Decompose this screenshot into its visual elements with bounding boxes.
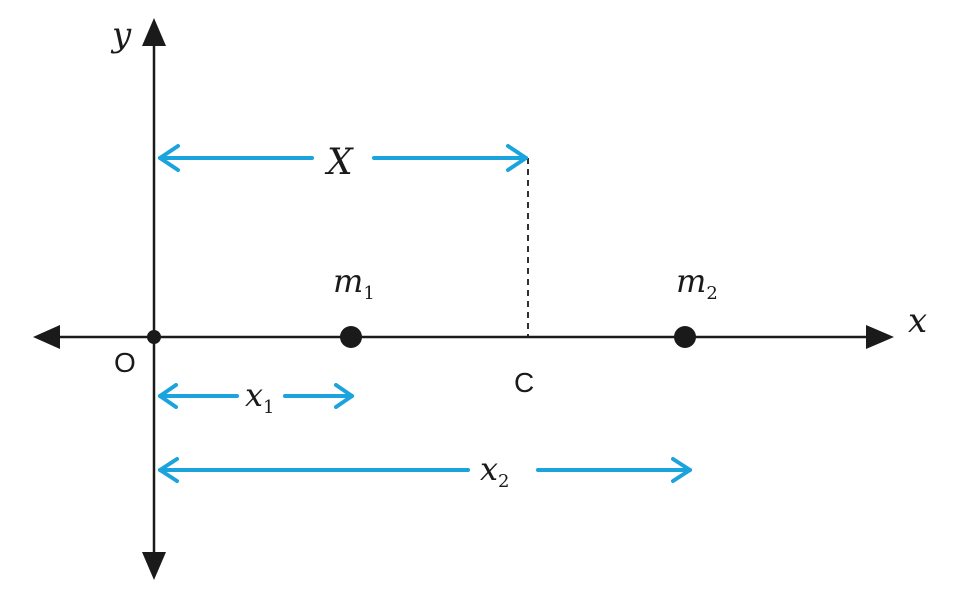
distance-x1-label-sub: 1 bbox=[263, 397, 274, 418]
mass-m1-label: m1 bbox=[333, 262, 375, 304]
center-label: C bbox=[514, 367, 534, 398]
mass-m2-point bbox=[674, 326, 696, 348]
mass-m1-label-sub: 1 bbox=[363, 283, 374, 304]
mass-m1-label-base: m bbox=[333, 262, 363, 300]
x-axis-right-arrowhead bbox=[866, 325, 894, 349]
distance-x2-label: x2 bbox=[480, 450, 510, 492]
distance-x1-arrow bbox=[158, 383, 354, 409]
distance-x2-label-sub: 2 bbox=[498, 471, 509, 492]
distance-x1-label: x1 bbox=[245, 376, 275, 418]
x-axis-left-arrowhead bbox=[33, 325, 60, 349]
distance-x2-arrow bbox=[158, 457, 692, 483]
x-axis-label: x bbox=[908, 301, 927, 341]
distance-X-arrow bbox=[158, 144, 528, 172]
mass-m2-label: m2 bbox=[676, 262, 718, 304]
mass-m1-point bbox=[340, 326, 362, 348]
y-axis-up-arrowhead bbox=[142, 18, 166, 46]
distance-X-label: X bbox=[324, 142, 354, 183]
mass-m2-label-sub: 2 bbox=[706, 283, 717, 304]
origin-point bbox=[147, 330, 161, 344]
origin-label: O bbox=[114, 347, 136, 378]
y-axis-down-arrowhead bbox=[142, 552, 166, 580]
distance-x1-label-base: x bbox=[245, 376, 263, 414]
y-axis-label: y bbox=[110, 15, 132, 55]
mass-m2-label-base: m bbox=[676, 262, 706, 300]
distance-x2-label-base: x bbox=[480, 450, 498, 488]
